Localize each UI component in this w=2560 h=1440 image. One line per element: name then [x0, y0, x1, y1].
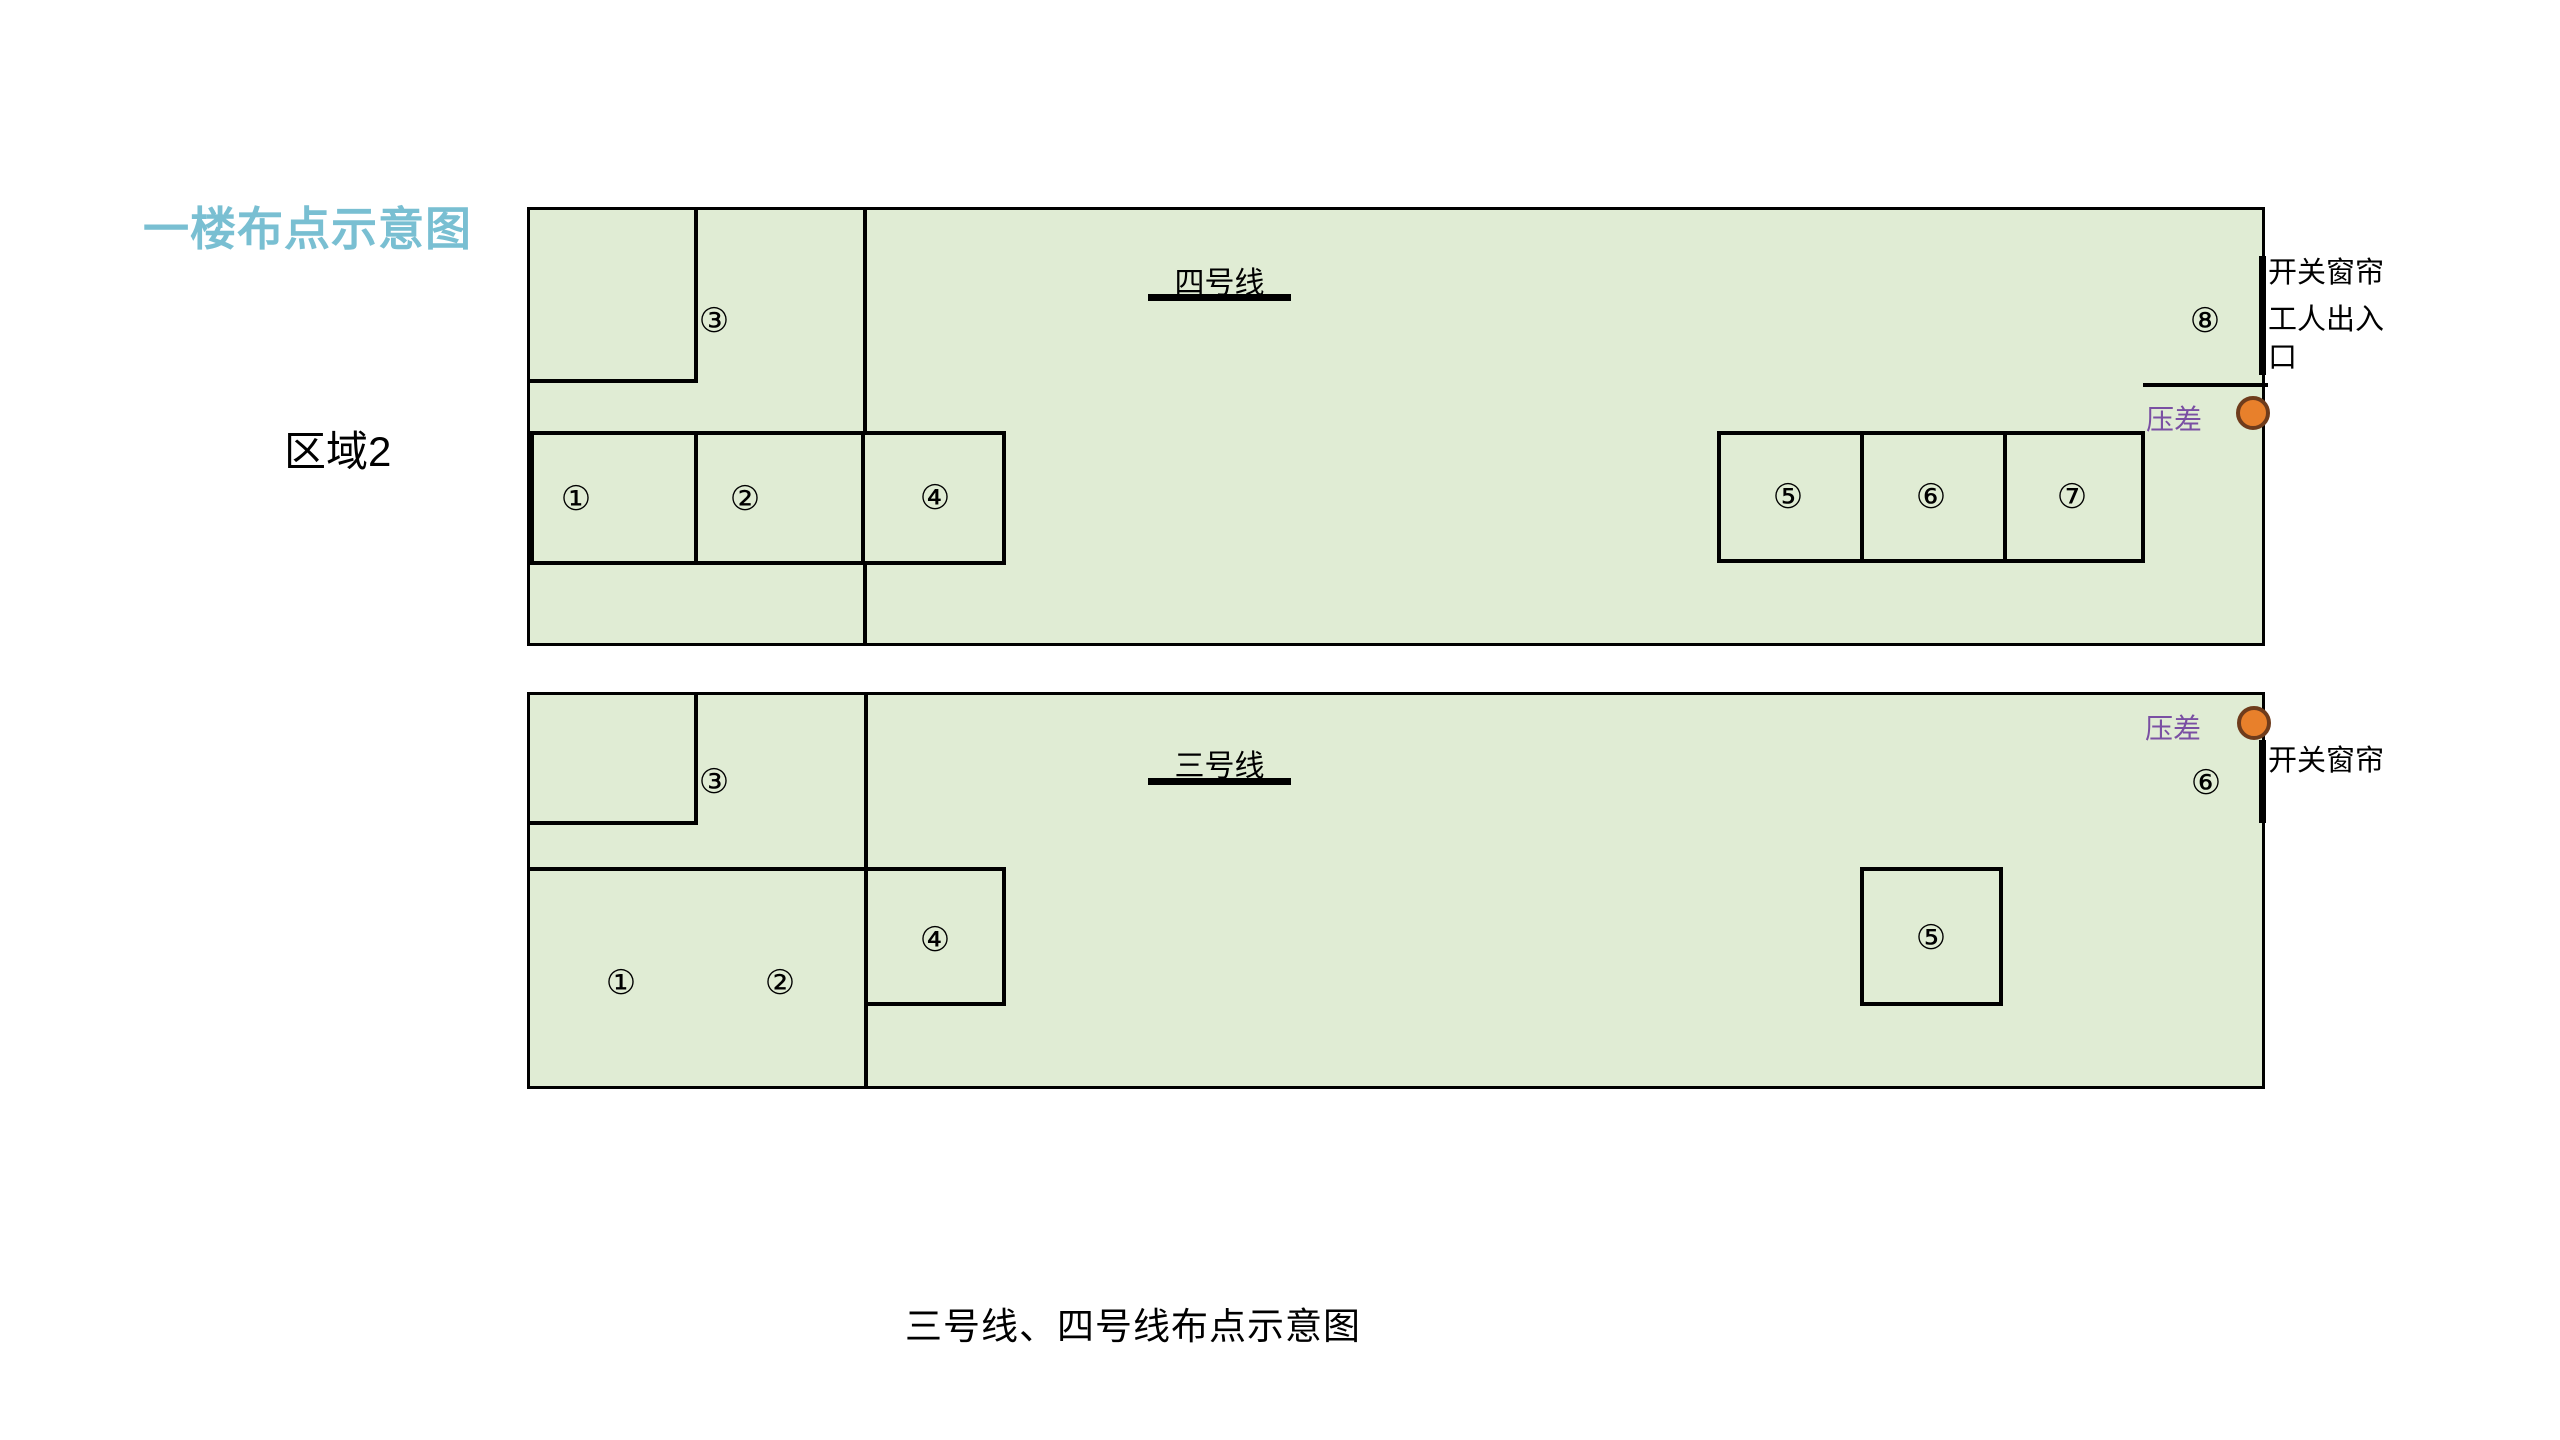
- floor1-room-4: [861, 431, 1006, 565]
- floor1-marker-4: ④: [919, 478, 951, 518]
- floor2-room-5: [1860, 867, 2003, 1006]
- floor1-marker-2: ②: [729, 479, 761, 519]
- page-title: 一楼布点示意图: [143, 203, 472, 255]
- floor2-marker-3: ③: [698, 762, 730, 802]
- floor2-curtain-bar: [2259, 740, 2266, 823]
- floor1-corner-room: [530, 210, 698, 383]
- floor2-marker-5: ⑤: [1915, 918, 1947, 958]
- floor2-plan: 三号线 压差 ③ ① ② ④ ⑤ ⑥: [527, 692, 2271, 1089]
- floor1-room-7: [2003, 431, 2145, 563]
- floor2-marker-4: ④: [919, 920, 951, 960]
- floor1-plan: 四号线 压差 ③ ① ② ④ ⑤ ⑥ ⑦ ⑧: [527, 207, 2270, 646]
- floor2-horizontal-wall: [530, 867, 868, 871]
- floor2-room-4: [864, 867, 1006, 1006]
- floor1-marker-1: ①: [560, 479, 592, 519]
- caption: 三号线、四号线布点示意图: [905, 1306, 1361, 1347]
- floor1-vertical-wall: [863, 210, 867, 643]
- floor2-marker-6: ⑥: [2190, 763, 2222, 803]
- floor1-pressure-label: 压差: [2146, 403, 2203, 436]
- floor1-entry-room-wall: [2143, 383, 2268, 387]
- floor2-curtain-label: 开关窗帘: [2268, 743, 2385, 777]
- floor1-marker-8: ⑧: [2189, 301, 2221, 341]
- floor1-room-2: [694, 431, 865, 565]
- area-label: 区域2: [284, 428, 392, 475]
- floor2-line-underline: [1148, 778, 1291, 785]
- floor2-pressure-sensor-dot: [2237, 706, 2271, 740]
- floor1-worker-door-label: 工人出入口: [2268, 302, 2385, 374]
- floor1-marker-3: ③: [698, 301, 730, 341]
- floor2-marker-1: ①: [605, 963, 637, 1003]
- floor1-room-6: [1860, 431, 2007, 563]
- floor1-room-1: [530, 431, 698, 565]
- floor1-curtain-bar: [2259, 256, 2266, 375]
- floor1-curtain-label: 开关窗帘: [2268, 255, 2385, 289]
- floor1-marker-7: ⑦: [2056, 477, 2088, 517]
- floor1-line-underline: [1148, 294, 1291, 301]
- floor2-corner-room: [530, 695, 698, 825]
- floor2-pressure-label: 压差: [2145, 712, 2202, 745]
- floor2-marker-2: ②: [764, 963, 796, 1003]
- floor1-room-5: [1717, 431, 1864, 563]
- floor1-pressure-sensor-dot: [2236, 396, 2270, 430]
- floor1-marker-5: ⑤: [1772, 477, 1804, 517]
- floor1-marker-6: ⑥: [1915, 477, 1947, 517]
